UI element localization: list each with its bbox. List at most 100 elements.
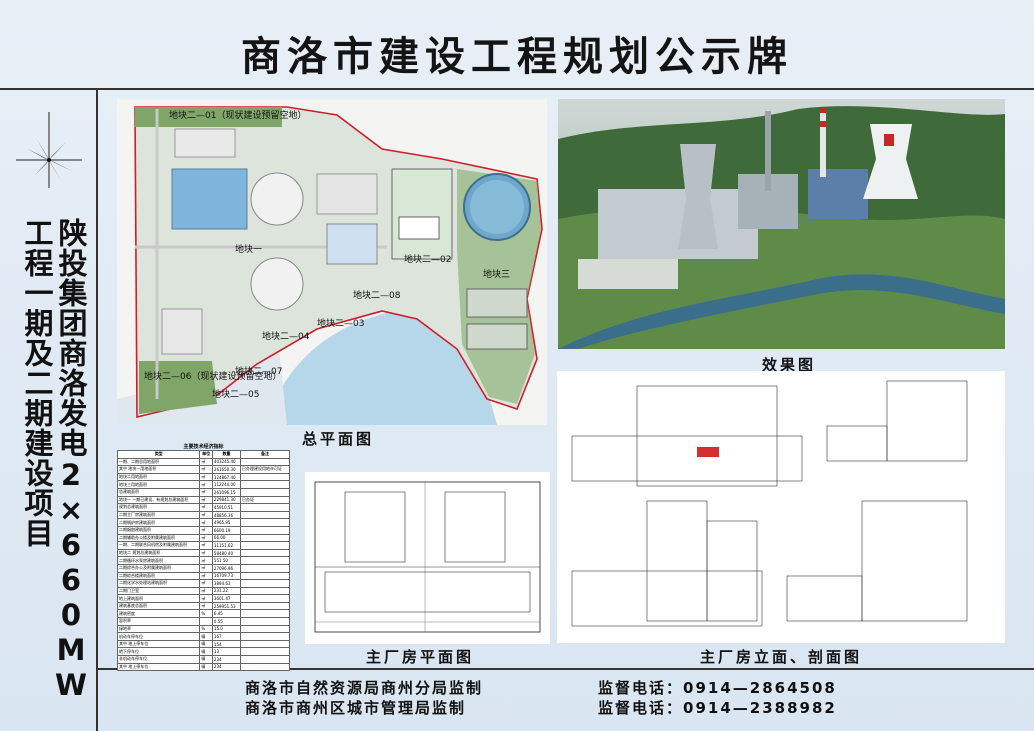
table-cell: 二期锅炉房建筑面积 [116, 518, 201, 527]
table-cell [239, 594, 291, 603]
column-header: 类型 [116, 450, 201, 459]
table-cell: 辆 [199, 647, 213, 657]
table-cell: 辆 [199, 655, 213, 664]
indicators-title: 主要技术经济指标 [183, 444, 224, 450]
table-cell: ㎡ [199, 594, 213, 603]
lot-label: 地块二—06（现状建设预留空地） [144, 370, 281, 382]
table-cell [239, 541, 291, 550]
table-cell [239, 457, 291, 467]
table-cell: ㎡ [199, 480, 213, 489]
table-cell: 地块二用地面积 [116, 472, 201, 482]
table-cell: 二期循环水泵房建筑面积 [116, 556, 201, 565]
table-cell: 二期门卫室 [116, 586, 201, 596]
table-cell: 其中 地上停车位 [116, 662, 201, 672]
phone-line-1: 监督电话：0914—2864508 [598, 677, 837, 698]
lot-label: 地块二—08 [353, 289, 401, 301]
table-cell: ㎡ [199, 533, 213, 543]
table-cell: 建筑密度 [116, 609, 201, 619]
table-cell: 二期主厂房建筑面积 [116, 510, 201, 520]
table-header-row: 类型 单位 数量 备注 [116, 450, 291, 459]
column-header: 数量 [211, 450, 241, 459]
table-cell: 地块三用地面积 [116, 480, 201, 489]
table-cell: 16709.73 [211, 571, 241, 581]
table-cell: % [199, 624, 213, 634]
table-cell: 辆 [199, 662, 213, 672]
table-cell [239, 647, 291, 657]
table-cell: 二期化学水处理站建筑面积 [116, 579, 201, 588]
table-cell [199, 617, 213, 626]
rendering-caption: 效果图 [762, 356, 817, 374]
table-cell [239, 601, 291, 611]
table-cell [239, 655, 291, 664]
table-cell: 绿地率 [116, 624, 201, 634]
table-cell: 已办证 [239, 495, 291, 505]
table-cell: 3601.47 [211, 594, 241, 603]
table-cell: 非机动车停车位 [116, 655, 201, 664]
table-cell: 二期烟囱建筑面积 [116, 525, 201, 535]
table-cell [239, 586, 291, 596]
phone-line-2: 监督电话：0914—2388982 [598, 697, 837, 718]
table-cell: ㎡ [199, 556, 213, 565]
table-cell: 6600.19 [211, 525, 241, 535]
project-name-col1: 陕投集团商洛发电2×660MW [54, 218, 88, 703]
table-cell [239, 563, 291, 573]
table-cell: 261096.15 [211, 487, 241, 497]
table-cell: 容积率 [116, 617, 201, 626]
table-cell: ㎡ [199, 503, 213, 512]
floor-plan-drawing [305, 472, 550, 644]
lot-label: 地块二—01（现状建设预留空地） [169, 109, 306, 121]
table-cell: % [199, 609, 213, 619]
table-cell: 229841.30 [211, 495, 241, 505]
floor-plan-caption: 主厂房平面图 [366, 648, 475, 666]
table-row: 建筑密度%6.45 [116, 609, 291, 619]
table-cell [239, 624, 291, 634]
table-cell: 48856.36 [211, 510, 241, 520]
table-cell: 13 [211, 647, 241, 657]
board-title: 商洛市建设工程规划公示牌 [241, 34, 793, 80]
table-cell: 167 [211, 632, 241, 641]
table-cell [239, 579, 291, 588]
table-cell: 234 [211, 655, 241, 664]
table-cell: 27096.96 [211, 563, 241, 573]
table-cell: 地下停车位 [116, 647, 201, 657]
table-cell: 154 [211, 639, 241, 649]
table-cell: ㎡ [199, 510, 213, 520]
table-cell: 11151.62 [211, 541, 241, 550]
table-cell: 二期综合办公及附属建筑面积 [116, 563, 201, 573]
table-cell [239, 518, 291, 527]
lot-label: 地块二—04 [262, 330, 310, 342]
table-cell: 124867.40 [211, 472, 241, 482]
phone-label: 监督电话： [598, 699, 684, 717]
table-cell: 3894.63 [211, 579, 241, 588]
table-cell: ㎡ [199, 548, 213, 558]
table-cell: ㎡ [199, 525, 213, 535]
elevation-section-drawing [557, 371, 1005, 643]
table-cell: 112244.00 [211, 480, 241, 489]
left-divider [96, 88, 98, 731]
table-cell [239, 480, 291, 489]
table-cell: 地上建筑面积 [116, 594, 201, 603]
table-cell: 其中 地上停车位 [116, 639, 201, 649]
table-cell [239, 525, 291, 535]
site-plan-caption: 总平面图 [302, 430, 375, 448]
table-cell: 4965.95 [211, 518, 241, 527]
table-cell [239, 472, 291, 482]
table-cell: 15.0 [211, 624, 241, 634]
lot-label: 地块二—07 [235, 365, 282, 377]
table-cell: 58480.40 [211, 548, 241, 558]
